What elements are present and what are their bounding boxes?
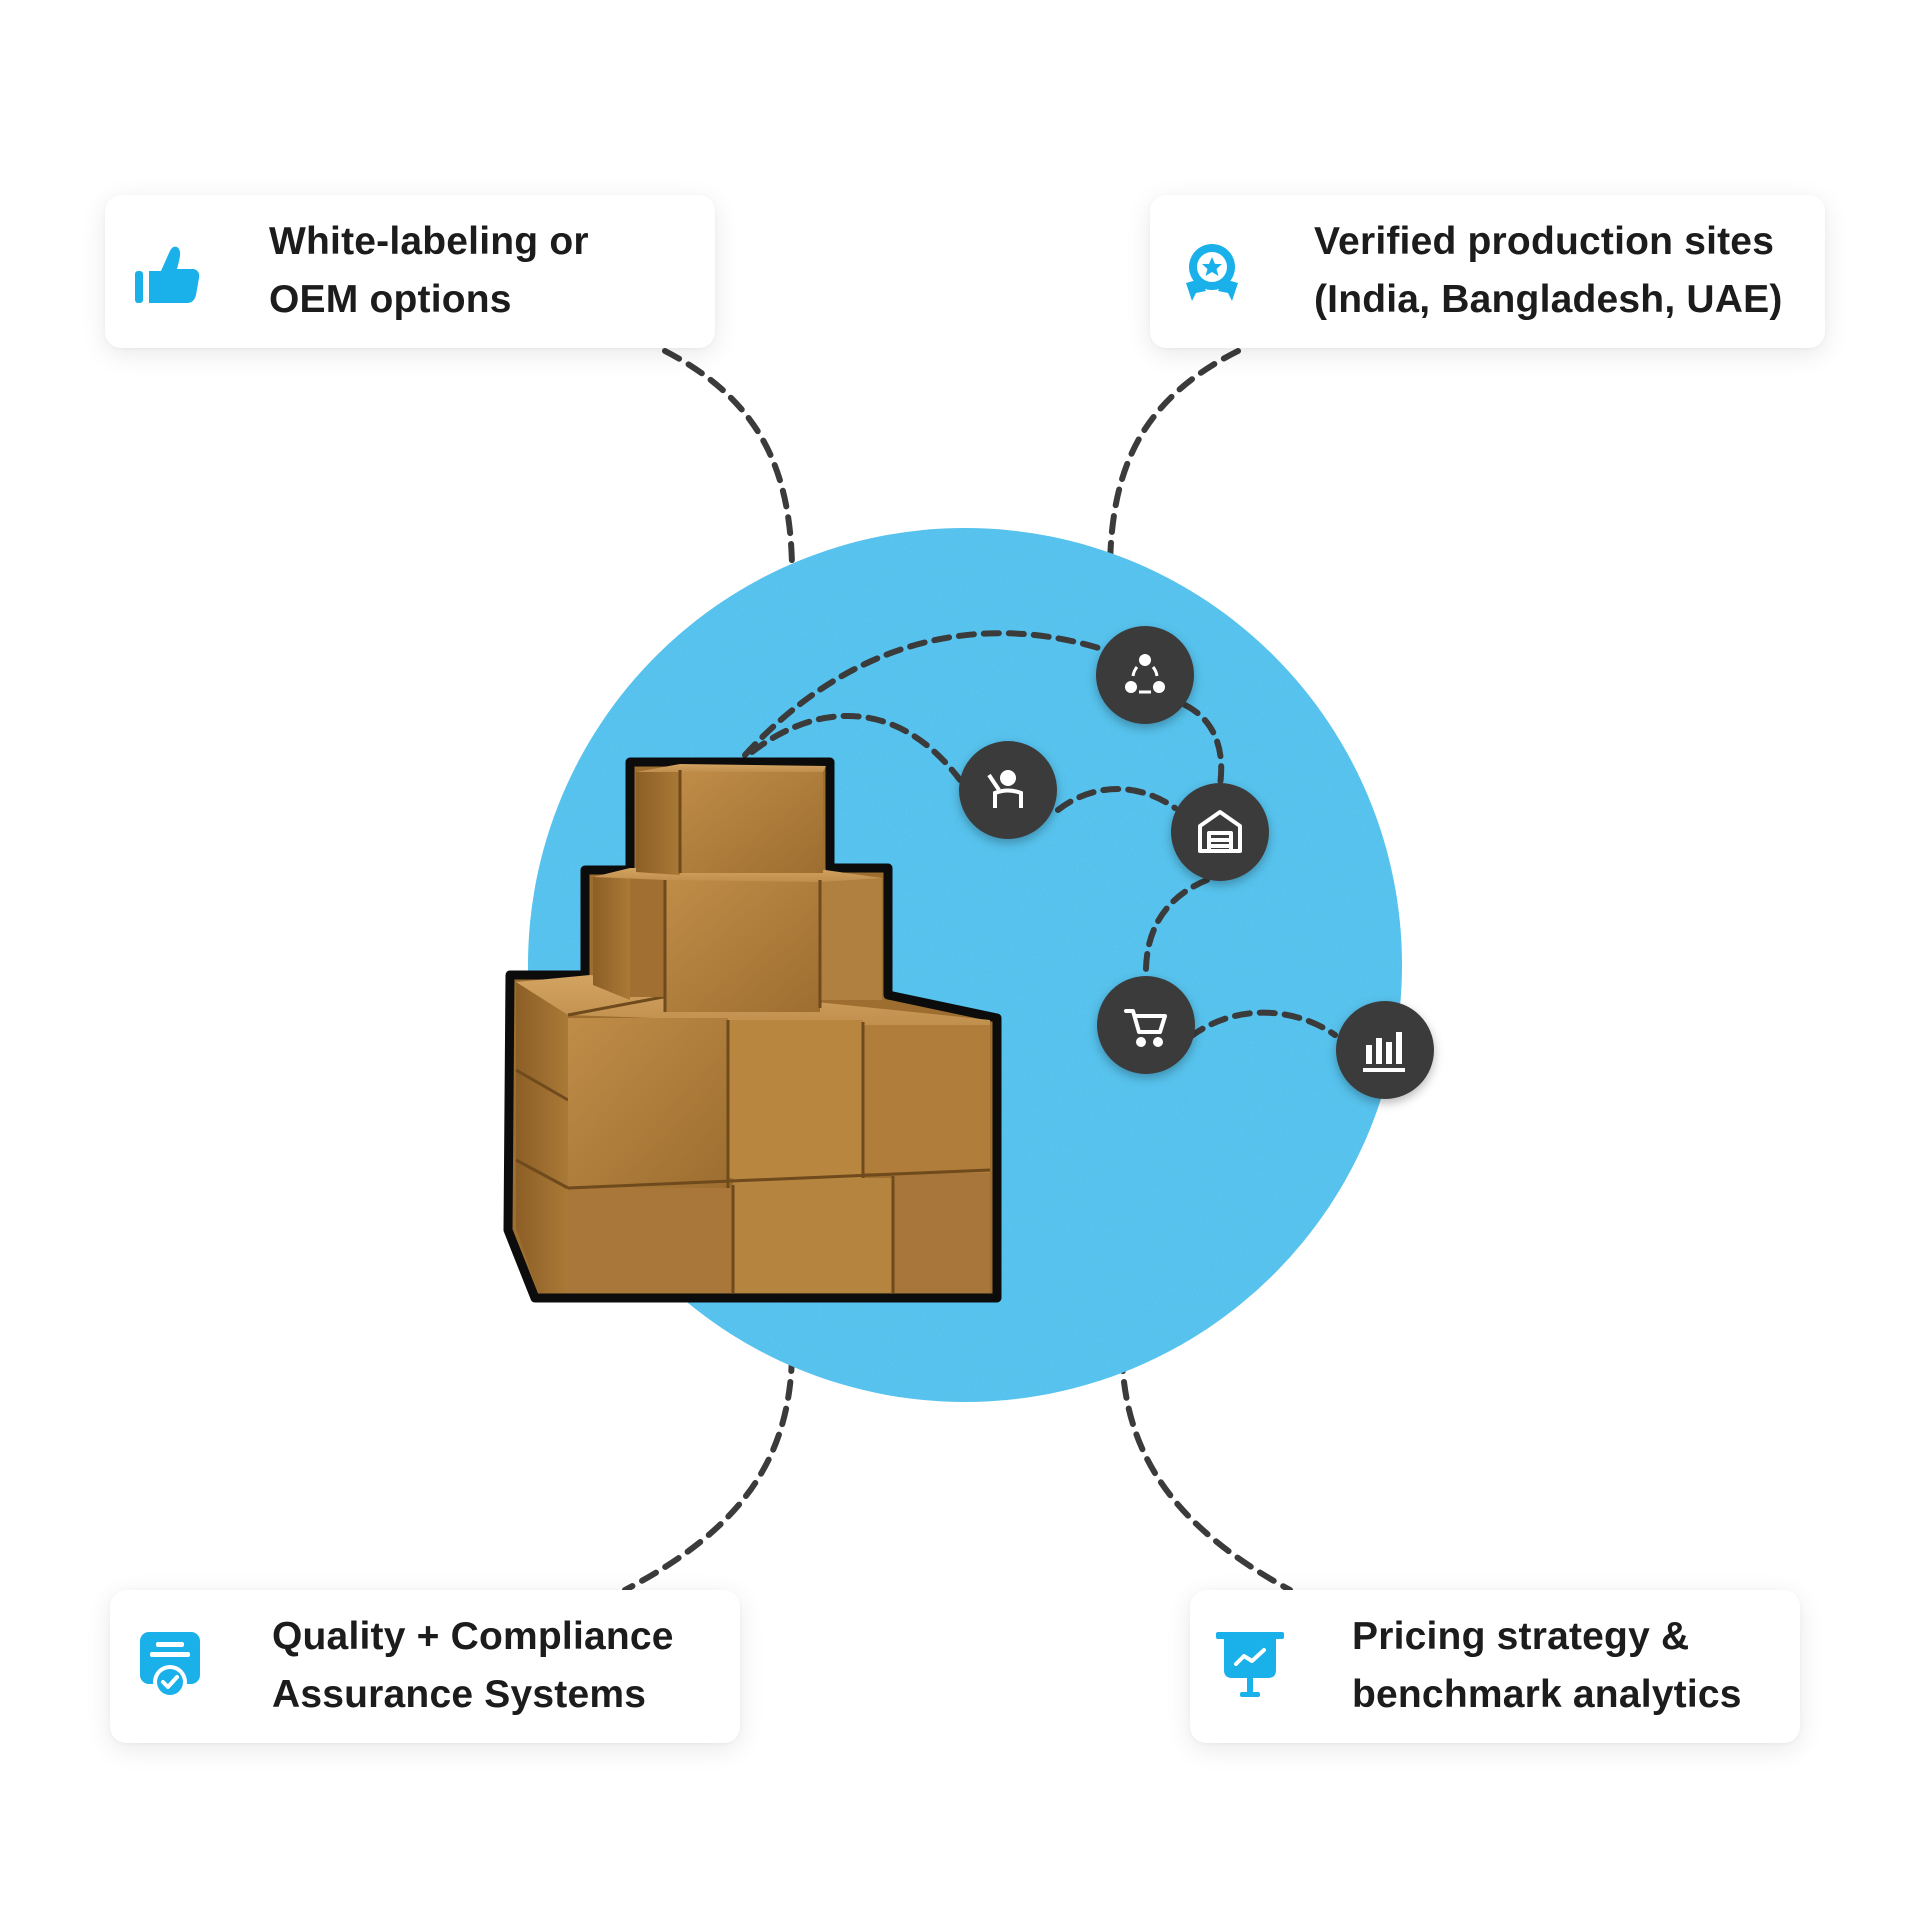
certificate-check-icon bbox=[130, 1626, 210, 1706]
feature-line-2: (India, Bangladesh, UAE) bbox=[1314, 278, 1783, 321]
network-connectors bbox=[742, 630, 1338, 1040]
connector-top-right bbox=[1107, 348, 1241, 568]
thumbs-up-icon bbox=[127, 233, 207, 313]
cardboard-boxes-image bbox=[503, 757, 1002, 1303]
feature-line-1: Pricing strategy & bbox=[1352, 1615, 1690, 1658]
link-boxes-agent bbox=[749, 713, 963, 783]
connector-bottom-right bbox=[1119, 1352, 1293, 1593]
link-network-warehouse bbox=[1182, 702, 1225, 788]
hub-node-network bbox=[1096, 626, 1194, 724]
warehouse-icon bbox=[1198, 810, 1242, 853]
card-connectors bbox=[622, 348, 1293, 1593]
link-warehouse-cart bbox=[1142, 877, 1210, 978]
bar-chart-icon bbox=[1363, 1032, 1405, 1072]
shopping-cart-icon bbox=[1124, 1009, 1167, 1047]
feature-line-2: OEM options bbox=[269, 278, 512, 321]
award-badge-icon bbox=[1172, 233, 1252, 313]
feature-card-verified-sites: Verified production sites (India, Bangla… bbox=[1150, 195, 1825, 348]
feature-line-2: benchmark analytics bbox=[1352, 1673, 1742, 1716]
presentation-chart-icon bbox=[1210, 1626, 1290, 1706]
connector-top-left bbox=[662, 348, 795, 568]
feature-line-1: White-labeling or bbox=[269, 220, 589, 263]
link-boxes-network bbox=[742, 630, 1108, 758]
link-cart-chart bbox=[1187, 1009, 1338, 1040]
link-agent-warehouse bbox=[1055, 786, 1178, 813]
feature-card-pricing-analytics: Pricing strategy & benchmark analytics bbox=[1190, 1590, 1800, 1743]
feature-line-1: Verified production sites bbox=[1314, 220, 1775, 263]
feature-card-quality-compliance: Quality + Compliance Assurance Systems bbox=[110, 1590, 740, 1743]
network-icon bbox=[1125, 654, 1165, 694]
support-agent-icon bbox=[987, 770, 1023, 808]
feature-line-2: Assurance Systems bbox=[272, 1673, 647, 1716]
connector-bottom-left bbox=[622, 1352, 795, 1593]
feature-line-1: Quality + Compliance bbox=[272, 1615, 674, 1658]
hub-node-chart bbox=[1336, 1001, 1434, 1099]
hub-node-cart bbox=[1097, 976, 1195, 1074]
feature-card-white-labeling: White-labeling or OEM options bbox=[105, 195, 715, 348]
